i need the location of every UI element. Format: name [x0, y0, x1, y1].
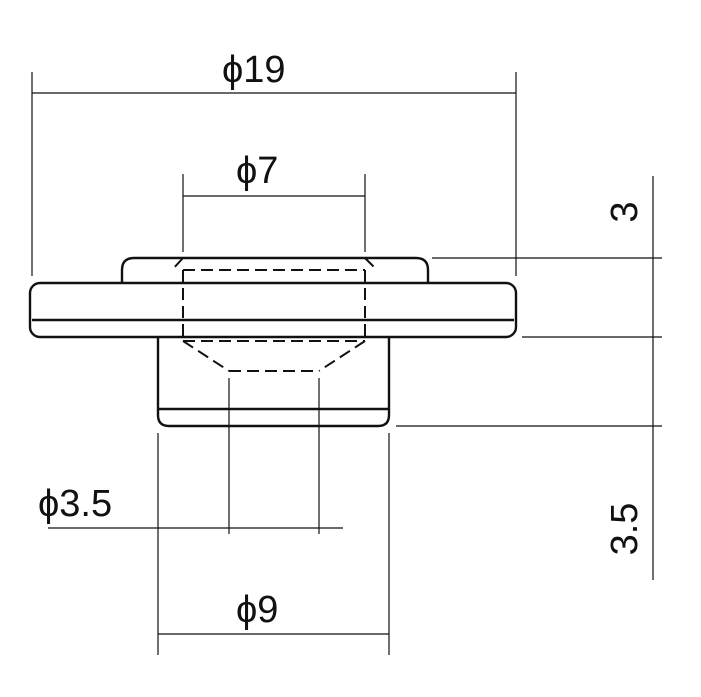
boss-outline [156, 337, 391, 428]
hidden-bore [171, 257, 378, 372]
hidden-line [182, 340, 230, 372]
hidden-line [364, 257, 378, 271]
dimension-boss-diameter: ϕ9 [157, 433, 390, 655]
flange-outline [28, 281, 518, 339]
dimension-label: ϕ7 [236, 150, 278, 192]
dimension-label-boss-height: 3.5 [604, 503, 646, 556]
dimension-label-flange-height: 3 [604, 201, 646, 222]
dimension-bore-diameter: ϕ7 [182, 150, 366, 252]
dimension-vertical: 3 3.5 [396, 176, 662, 580]
hidden-line [171, 257, 184, 271]
dimension-label: ϕ3.5 [38, 483, 112, 525]
dimension-label: ϕ19 [222, 49, 286, 91]
dimension-hole-diameter: ϕ3.5 [38, 378, 343, 534]
dimension-label: ϕ9 [236, 589, 278, 631]
dimension-outer-diameter: ϕ19 [31, 49, 517, 276]
hidden-line [318, 340, 366, 372]
